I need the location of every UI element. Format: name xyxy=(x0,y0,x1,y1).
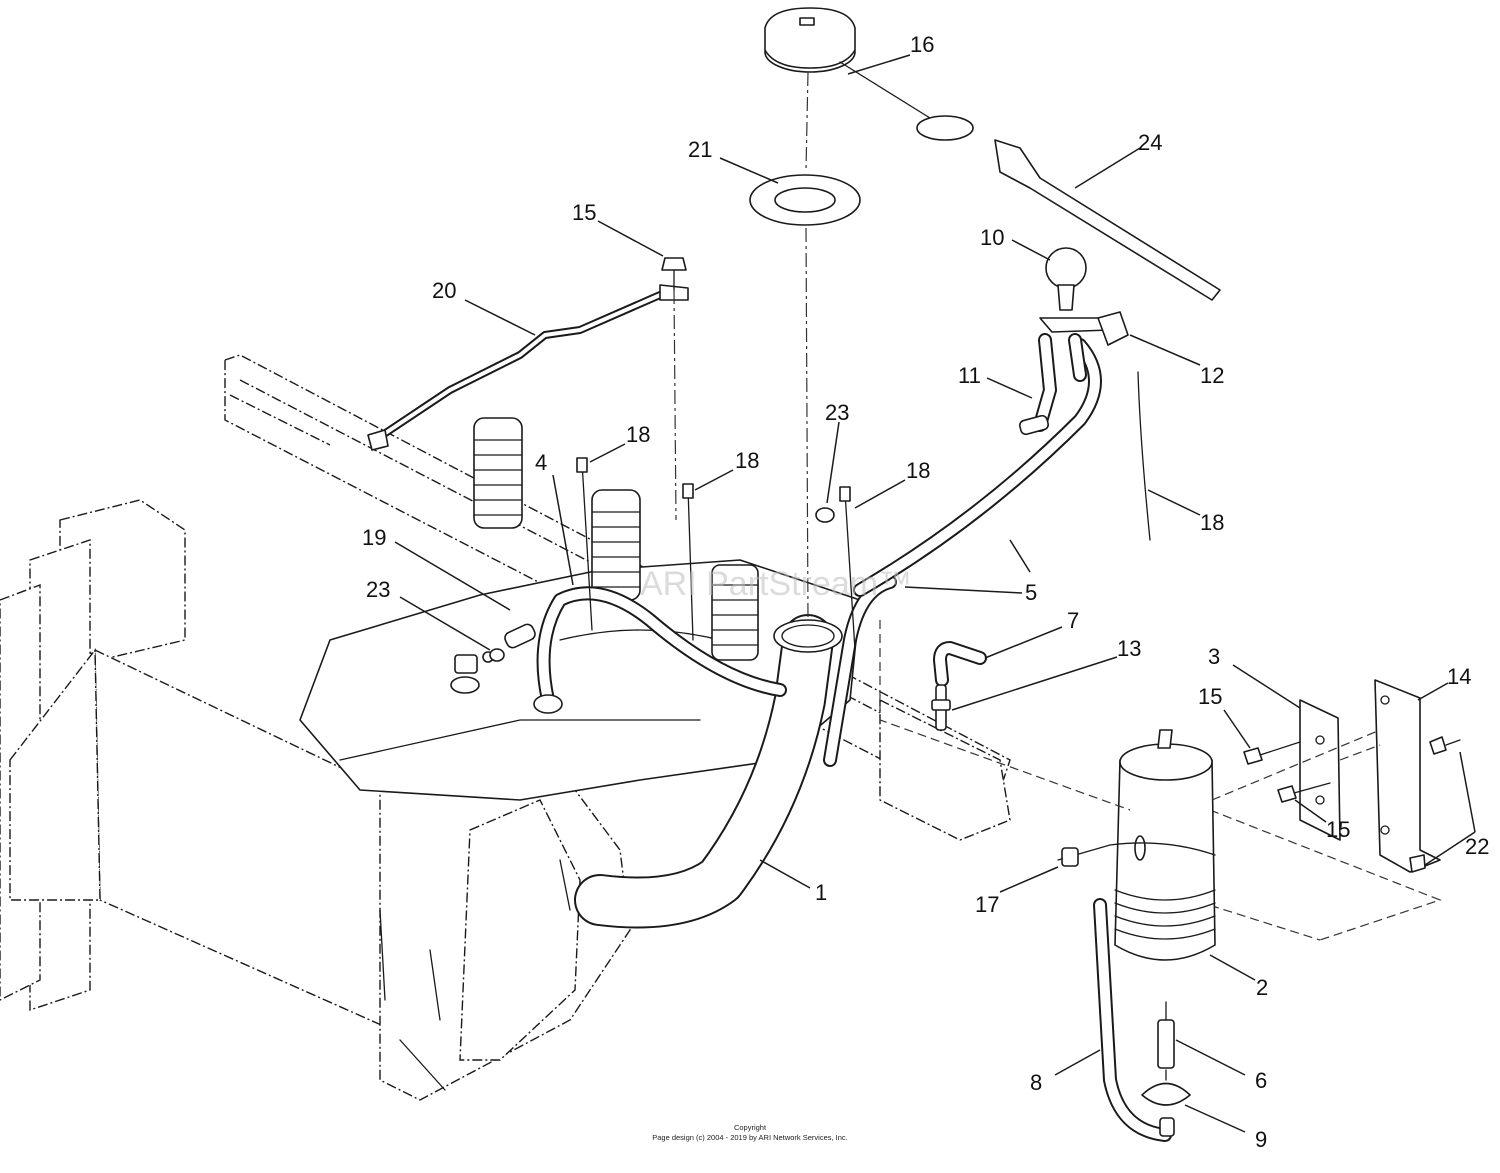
vent-hose-4 xyxy=(533,586,787,714)
canister-hose-8 xyxy=(1093,898,1172,1142)
callout-18-c: 18 xyxy=(906,458,930,483)
canister-strap-clamp xyxy=(1057,842,1216,867)
mounting-bracket-3 xyxy=(1299,699,1341,841)
elbow-hose-7 xyxy=(933,641,987,687)
tank-bracket-rod xyxy=(367,284,689,451)
callout-6: 6 xyxy=(1255,1068,1267,1093)
copyright-block: Copyright Page design (c) 2004 - 2019 by… xyxy=(652,1123,848,1142)
gasket-ring xyxy=(749,174,861,226)
cable-tie-1 xyxy=(576,457,593,631)
fuel-cap xyxy=(764,7,974,141)
screw-top xyxy=(661,257,687,291)
callout-20: 20 xyxy=(432,278,456,303)
callout-18-d: 18 xyxy=(1200,510,1224,535)
callout-3: 3 xyxy=(1208,644,1220,669)
check-valve-13 xyxy=(931,684,951,731)
spring-bumper-center xyxy=(591,489,641,601)
vent-hose-19 xyxy=(504,623,536,649)
callout-7: 7 xyxy=(1067,608,1079,633)
fastener-22 xyxy=(1409,736,1461,873)
inline-filter-9 xyxy=(1141,1069,1191,1137)
callout-14: 14 xyxy=(1447,664,1471,689)
callout-16: 16 xyxy=(910,32,934,57)
callout-21: 21 xyxy=(688,137,712,162)
callout-9: 9 xyxy=(1255,1127,1267,1152)
charcoal-canister xyxy=(1114,729,1216,961)
callout-24: 24 xyxy=(1138,130,1162,155)
hose-clamp-left xyxy=(489,648,505,662)
callout-2: 2 xyxy=(1256,975,1268,1000)
assembly-lines xyxy=(673,71,1381,811)
cable-tie-2 xyxy=(682,483,694,641)
callout-13: 13 xyxy=(1117,636,1141,661)
copyright-line-1: Copyright xyxy=(734,1123,767,1132)
callout-1: 1 xyxy=(815,880,827,905)
screw-15-b xyxy=(1277,782,1331,803)
filler-neck-hose xyxy=(574,614,843,929)
callout-4: 4 xyxy=(535,450,547,475)
callout-15-mid: 15 xyxy=(1198,684,1222,709)
filter-tube-6 xyxy=(1157,1001,1175,1069)
callout-10: 10 xyxy=(980,225,1004,250)
callout-18-b: 18 xyxy=(735,448,759,473)
screw-15-a xyxy=(1243,741,1301,765)
callout-15-top: 15 xyxy=(572,200,596,225)
callout-18-a: 18 xyxy=(626,422,650,447)
callout-23-top: 23 xyxy=(825,400,849,425)
vent-hose-5 xyxy=(823,338,1102,767)
callout-15-low: 15 xyxy=(1326,817,1350,842)
callout-22: 22 xyxy=(1465,834,1489,859)
callout-17: 17 xyxy=(975,892,999,917)
cable-tie-3 xyxy=(839,486,856,651)
callout-19: 19 xyxy=(362,525,386,550)
callout-8: 8 xyxy=(1030,1070,1042,1095)
callout-23-left: 23 xyxy=(366,577,390,602)
callout-12: 12 xyxy=(1200,363,1224,388)
hose-clamp-top xyxy=(815,507,835,523)
callout-5: 5 xyxy=(1025,580,1037,605)
copyright-line-2: Page design (c) 2004 - 2019 by ARI Netwo… xyxy=(652,1133,848,1142)
mount-plate-14 xyxy=(1374,679,1441,873)
leader-lines xyxy=(394,54,1476,1133)
callouts: 16 21 24 15 20 10 11 12 23 18 18 18 18 4… xyxy=(362,32,1489,1152)
retaining-strap xyxy=(994,139,1221,301)
callout-11: 11 xyxy=(958,363,981,388)
vent-valve-assembly xyxy=(1018,247,1151,541)
spring-bumper-left xyxy=(473,417,523,529)
fuel-valve xyxy=(450,651,494,694)
spring-bumper-right xyxy=(711,564,759,661)
watermark-text: ARI PartStream™ xyxy=(640,565,912,603)
